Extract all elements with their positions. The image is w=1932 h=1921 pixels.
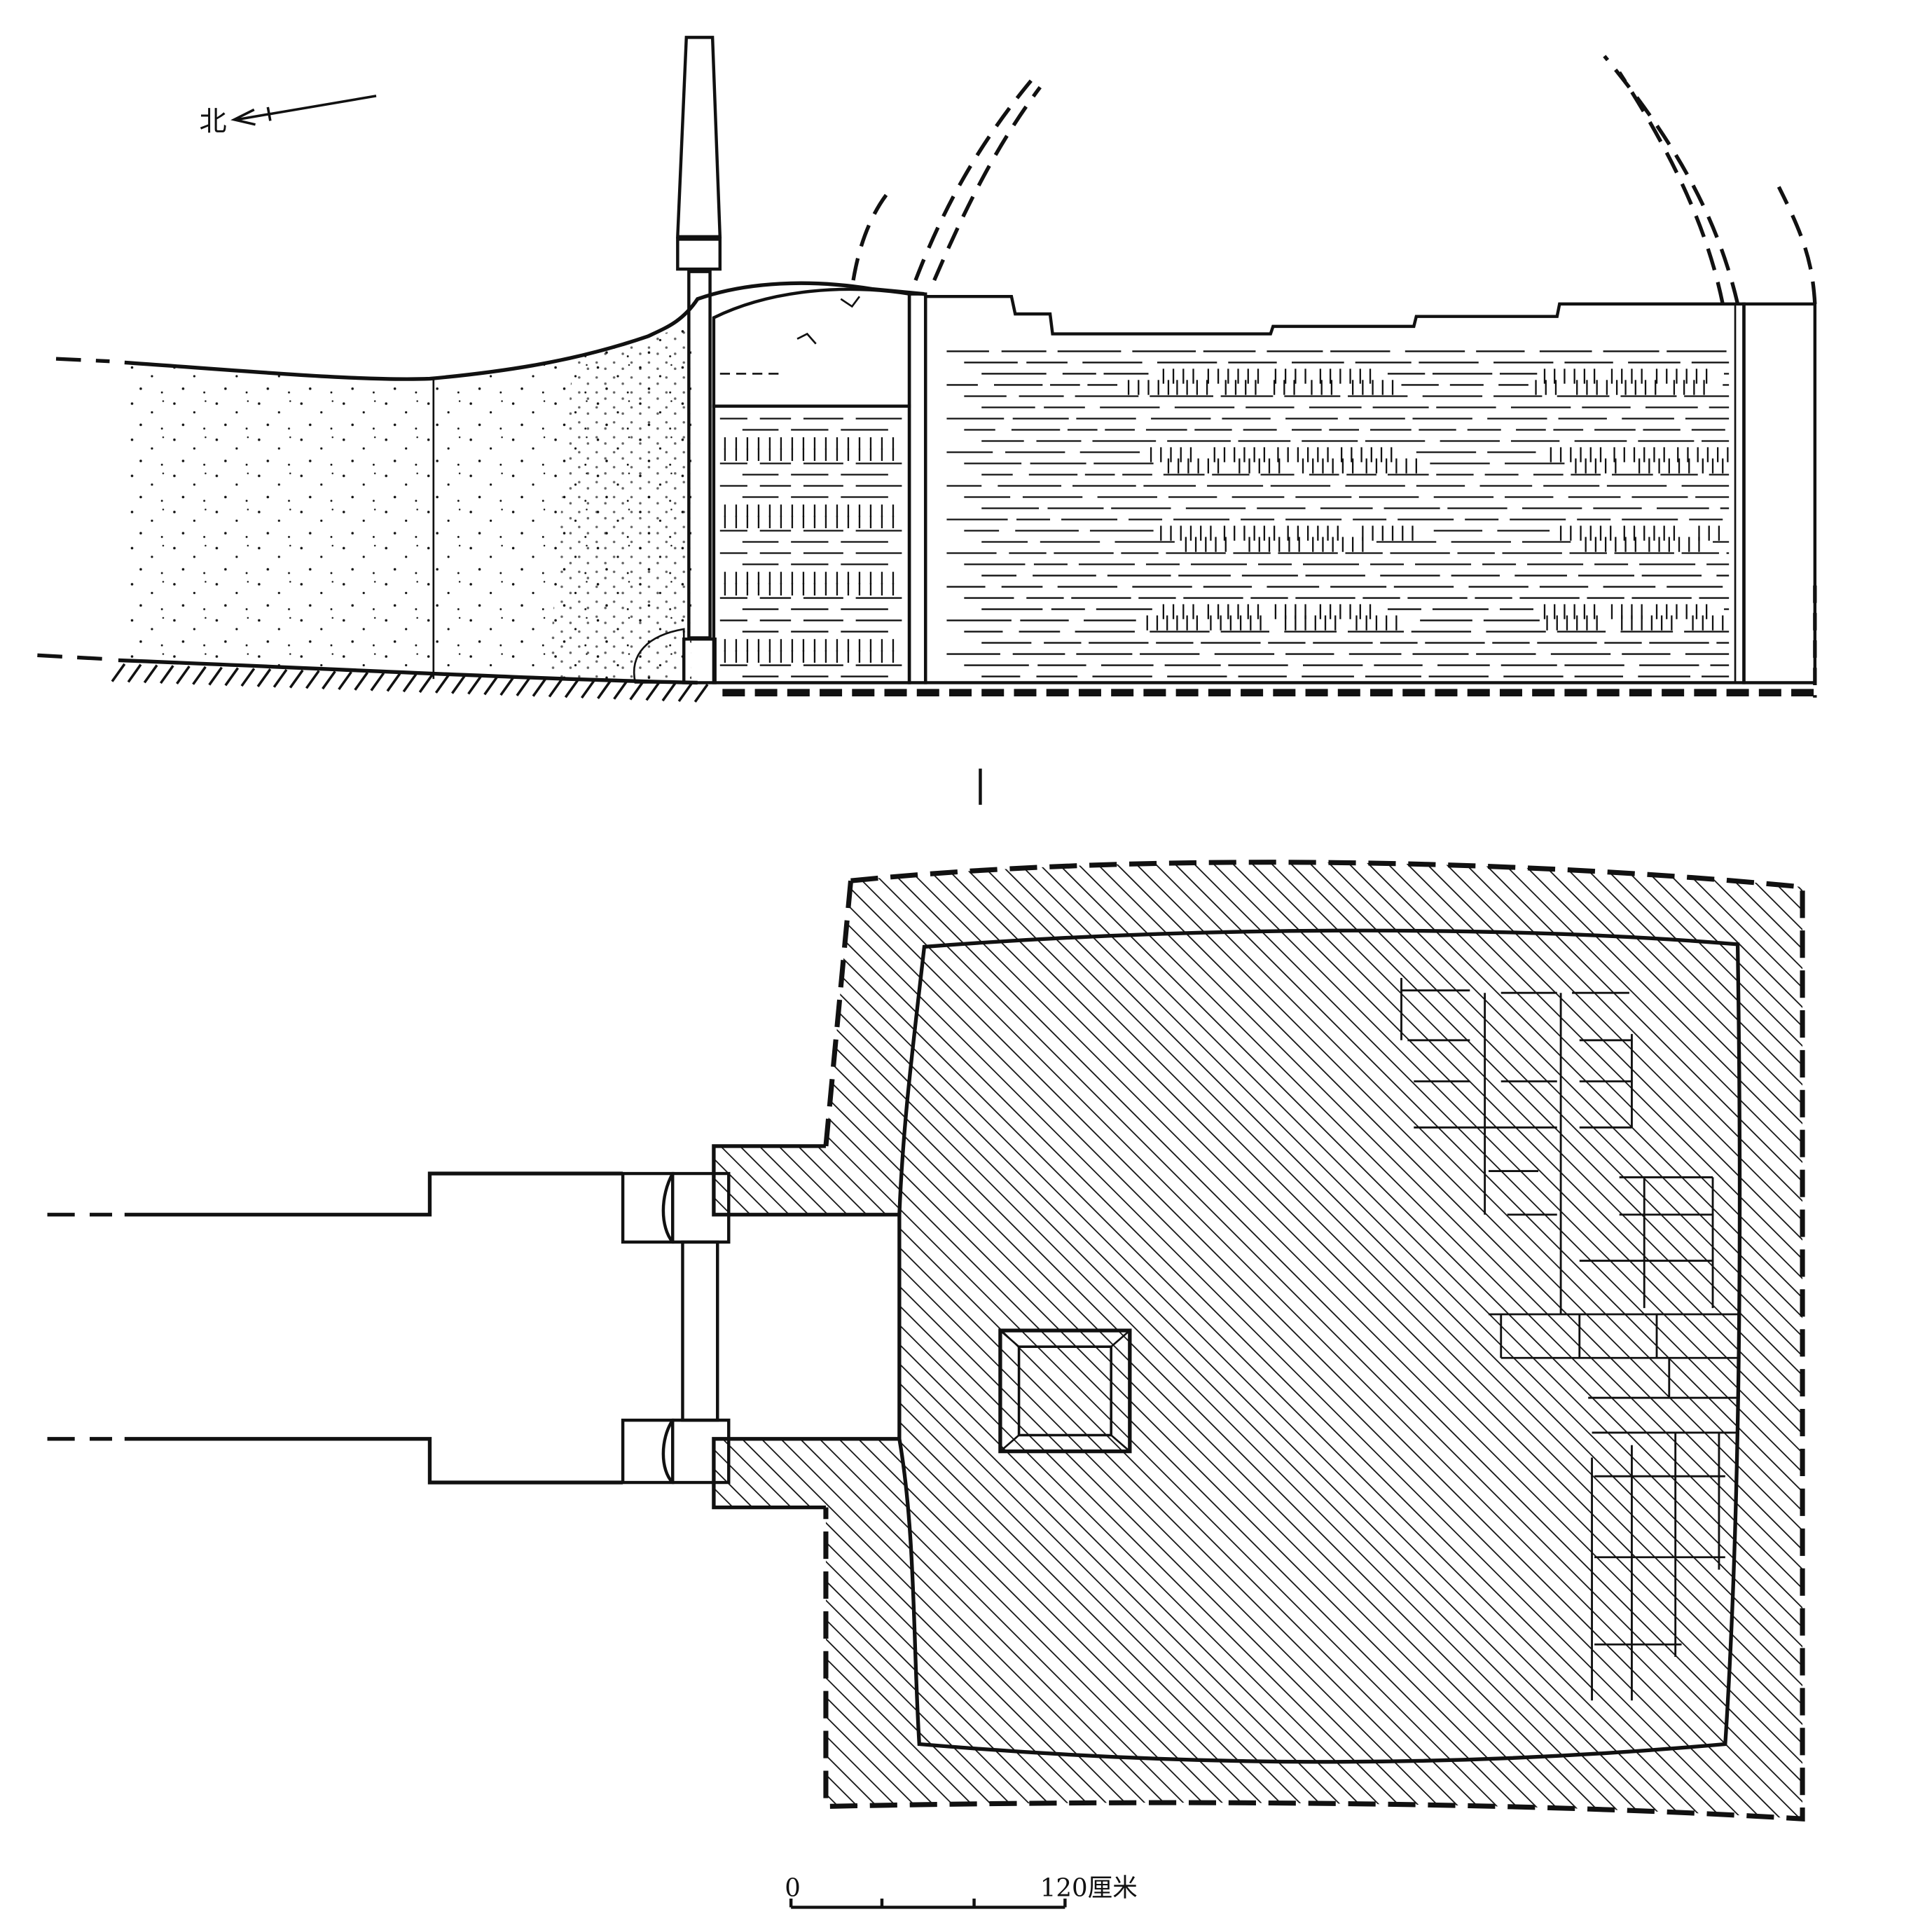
vault-outline [851,55,1817,305]
section-view: 北 [37,36,1817,805]
north-arrow: 北 [200,95,377,138]
scale-end-label: 120厘米 [1040,1873,1138,1902]
dividing-wall [907,292,927,684]
floor-bricks [1400,977,1738,1701]
scale-bar: 0 120厘米 [785,1873,1138,1909]
north-label: 北 [200,106,227,138]
antechamber-bricks [712,404,911,684]
coffin-platform [998,1328,1132,1454]
main-chamber-section [923,294,1817,684]
ground-hatch [111,663,709,703]
chamber-wall [713,862,1803,1819]
doorway-pillar [633,36,722,684]
scale-zero-label: 0 [785,1873,801,1902]
plan-view [47,860,1805,1822]
passage-fill-dense [548,326,691,683]
chamber-floor [897,928,1742,1764]
roof-mound [712,287,911,408]
plan-doorway [621,1171,731,1485]
passage-bottom-line [118,658,698,685]
passage-fill [124,326,691,683]
passage-top-line [124,281,925,381]
plan-passage [47,1171,623,1485]
